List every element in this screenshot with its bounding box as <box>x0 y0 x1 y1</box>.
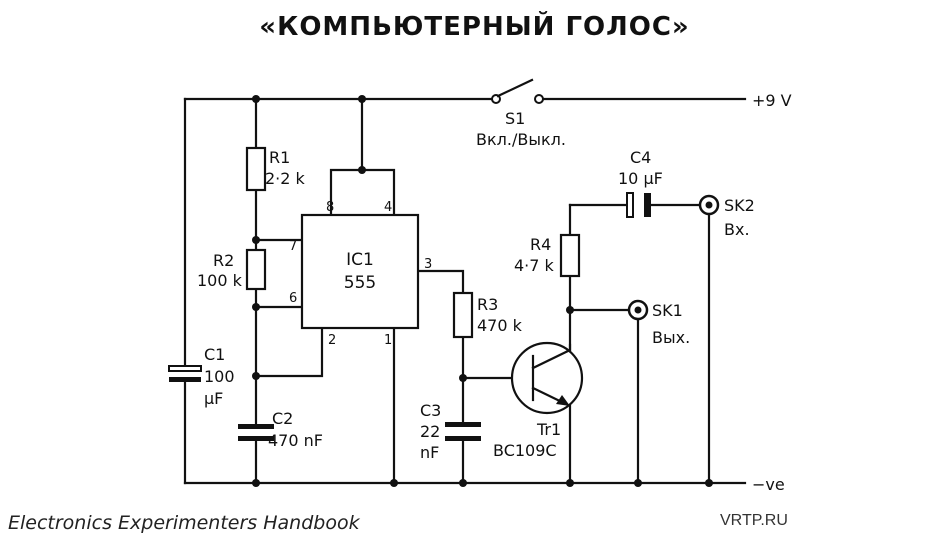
ic-ref: IC1 <box>346 250 374 270</box>
tr1-ref: Tr1 <box>536 420 561 439</box>
sk2-caption: Вх. <box>724 220 750 239</box>
pin-8-label: 8 <box>326 200 334 215</box>
capacitor-c1: C1 100 µF <box>168 345 235 408</box>
c2-value: 470 nF <box>268 431 323 450</box>
pin-7-label: 7 <box>289 239 297 254</box>
transistor-tr1: Tr1 BC109C <box>493 341 584 460</box>
r3-ref: R3 <box>477 295 498 314</box>
source-caption: Electronics Experimenters Handbook <box>8 512 360 534</box>
negative-rail-label: −ve <box>752 475 785 494</box>
c3-unit: nF <box>420 443 439 462</box>
switch-s1: S1 Вкл./Выкл. <box>476 78 566 149</box>
socket-sk1: SK1 Вых. <box>627 299 690 347</box>
capacitor-c3: C3 22 nF <box>420 401 481 462</box>
sk1-ref: SK1 <box>652 301 683 320</box>
pin-wires <box>254 238 324 378</box>
c3-value: 22 <box>420 422 440 441</box>
pin-6-label: 6 <box>289 291 297 306</box>
pin8-pin4-wire <box>329 97 396 217</box>
pin-4-label: 4 <box>384 200 392 215</box>
tr1-type: BC109C <box>493 441 557 460</box>
r3-value: 470 k <box>477 316 523 335</box>
r4-ref: R4 <box>530 235 551 254</box>
c4-value: 10 µF <box>618 169 663 188</box>
positive-rail-label: +9 V <box>752 91 792 110</box>
resistor-r1: R1 2·2 k <box>245 146 306 192</box>
r1-ref: R1 <box>269 148 290 167</box>
switch-ref: S1 <box>505 109 525 128</box>
switch-caption: Вкл./Выкл. <box>476 130 566 149</box>
pin-1-label: 1 <box>384 333 392 348</box>
pin-3-label: 3 <box>424 257 432 272</box>
ic-type: 555 <box>344 273 376 293</box>
c1-unit: µF <box>204 389 223 408</box>
site-watermark: VRTP.RU <box>720 512 788 529</box>
junctions <box>252 95 713 487</box>
c2-ref: C2 <box>272 409 293 428</box>
pin-2-label: 2 <box>328 333 336 348</box>
resistor-r2: R2 100 k <box>197 248 267 291</box>
sk1-caption: Вых. <box>652 328 690 347</box>
r4-value: 4·7 k <box>514 256 555 275</box>
resistor-r4: R4 4·7 k <box>514 233 581 278</box>
r1-value: 2·2 k <box>265 169 306 188</box>
r2-ref: R2 <box>213 251 234 270</box>
r2-value: 100 k <box>197 271 243 290</box>
capacitor-c2: C2 470 nF <box>238 409 323 450</box>
c3-ref: C3 <box>420 401 441 420</box>
c4-ref: C4 <box>630 148 651 167</box>
ic1-555: IC1 555 8 4 7 6 2 1 3 <box>289 200 432 348</box>
c1-ref: C1 <box>204 345 225 364</box>
capacitor-c4: C4 10 µF <box>618 148 663 218</box>
c1-value: 100 <box>204 367 235 386</box>
diagram-title: «КОМПЬЮТЕРНЫЙ ГОЛОС» <box>259 12 690 42</box>
socket-sk2: SK2 Вх. <box>698 194 755 239</box>
sk2-ref: SK2 <box>724 196 755 215</box>
resistor-r3: R3 470 k <box>452 291 523 339</box>
